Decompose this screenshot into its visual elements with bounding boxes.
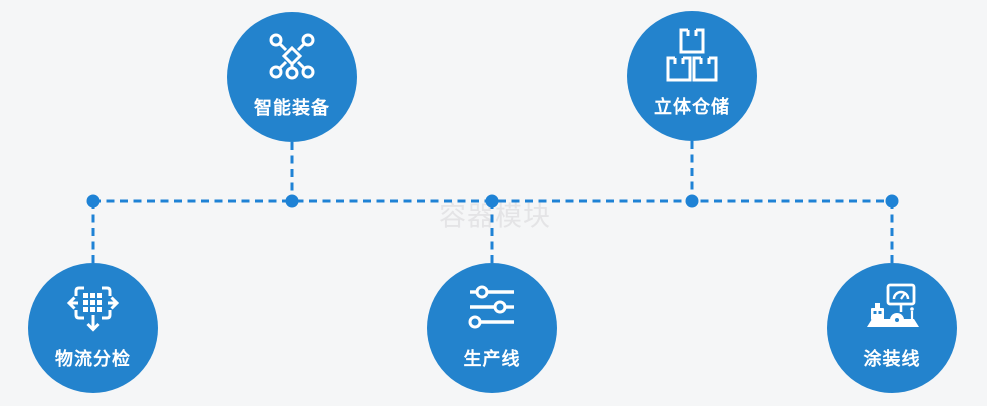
node-production-line: 生产线 <box>427 263 557 393</box>
node-label: 生产线 <box>463 349 521 370</box>
node-logistics-sorting: 物流分检 <box>28 263 158 393</box>
node-painting-line: 涂装线 <box>827 263 957 393</box>
node-warehouse: 立体仓储 <box>627 11 757 141</box>
junction-dot <box>685 194 699 208</box>
node-smart-equipment: 智能装备 <box>227 12 357 142</box>
sliders-icon <box>464 279 520 335</box>
stacked-boxes-icon <box>664 27 720 83</box>
node-label: 立体仓储 <box>654 97 730 118</box>
sorting-arrows-icon <box>65 279 121 335</box>
junction-dot <box>285 194 299 208</box>
node-label: 智能装备 <box>254 98 330 119</box>
junction-dot <box>885 194 899 208</box>
network-nodes-icon <box>264 28 320 84</box>
junction-dot <box>485 194 499 208</box>
junction-dot <box>86 194 100 208</box>
node-label: 物流分检 <box>55 349 131 370</box>
machine-monitor-icon <box>864 279 920 335</box>
node-label: 涂装线 <box>863 349 921 370</box>
